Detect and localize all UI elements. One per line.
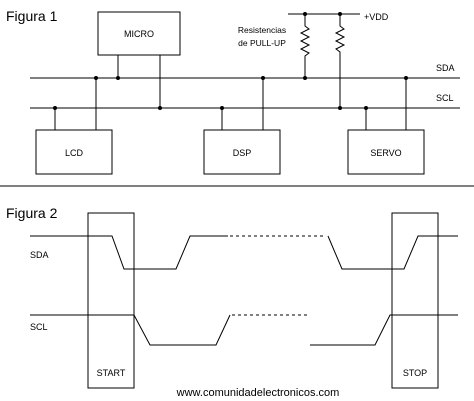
start-label: START bbox=[97, 368, 126, 378]
servo-scl-junction bbox=[364, 106, 368, 110]
dsp-sda-junction bbox=[261, 76, 265, 80]
stop-label: STOP bbox=[403, 368, 427, 378]
start-frame bbox=[87, 212, 135, 389]
lcd-box bbox=[35, 129, 113, 175]
sda-wave-label: SDA bbox=[30, 250, 49, 260]
micro-box bbox=[97, 11, 181, 56]
dsp-scl-junction bbox=[220, 106, 224, 110]
servo-box bbox=[347, 129, 425, 175]
servo-label: SERVO bbox=[370, 148, 401, 158]
stop-frame bbox=[391, 212, 439, 389]
sda-bus-label: SDA bbox=[436, 63, 455, 73]
figure1-title: Figura 1 bbox=[6, 8, 58, 24]
micro-scl-junction bbox=[158, 106, 162, 110]
scl-waveform-left bbox=[30, 314, 231, 346]
scl-waveform-right bbox=[310, 314, 458, 346]
lcd-scl-junction bbox=[53, 106, 57, 110]
lcd-label: LCD bbox=[65, 148, 84, 158]
pullup-resistor-2 bbox=[334, 14, 346, 108]
servo-sda-junction bbox=[404, 76, 408, 80]
pullup-label-line1: Resistencias bbox=[238, 25, 286, 35]
pullup-resistor-1 bbox=[299, 14, 311, 78]
figure2-title: Figura 2 bbox=[6, 205, 58, 221]
dsp-label: DSP bbox=[233, 148, 252, 158]
micro-label: MICRO bbox=[124, 29, 154, 39]
scl-wave-label: SCL bbox=[30, 322, 48, 332]
lcd-sda-junction bbox=[94, 76, 98, 80]
scl-bus-label: SCL bbox=[436, 93, 454, 103]
vdd-label: +VDD bbox=[364, 12, 389, 22]
pullup-label-line2: de PULL-UP bbox=[238, 38, 286, 48]
sda-waveform-right bbox=[327, 235, 458, 270]
micro-sda-junction bbox=[116, 76, 120, 80]
website-footer: www.comunidadelectronicos.com bbox=[176, 387, 340, 399]
sda-waveform-left bbox=[30, 235, 228, 270]
dsp-box bbox=[203, 129, 281, 175]
